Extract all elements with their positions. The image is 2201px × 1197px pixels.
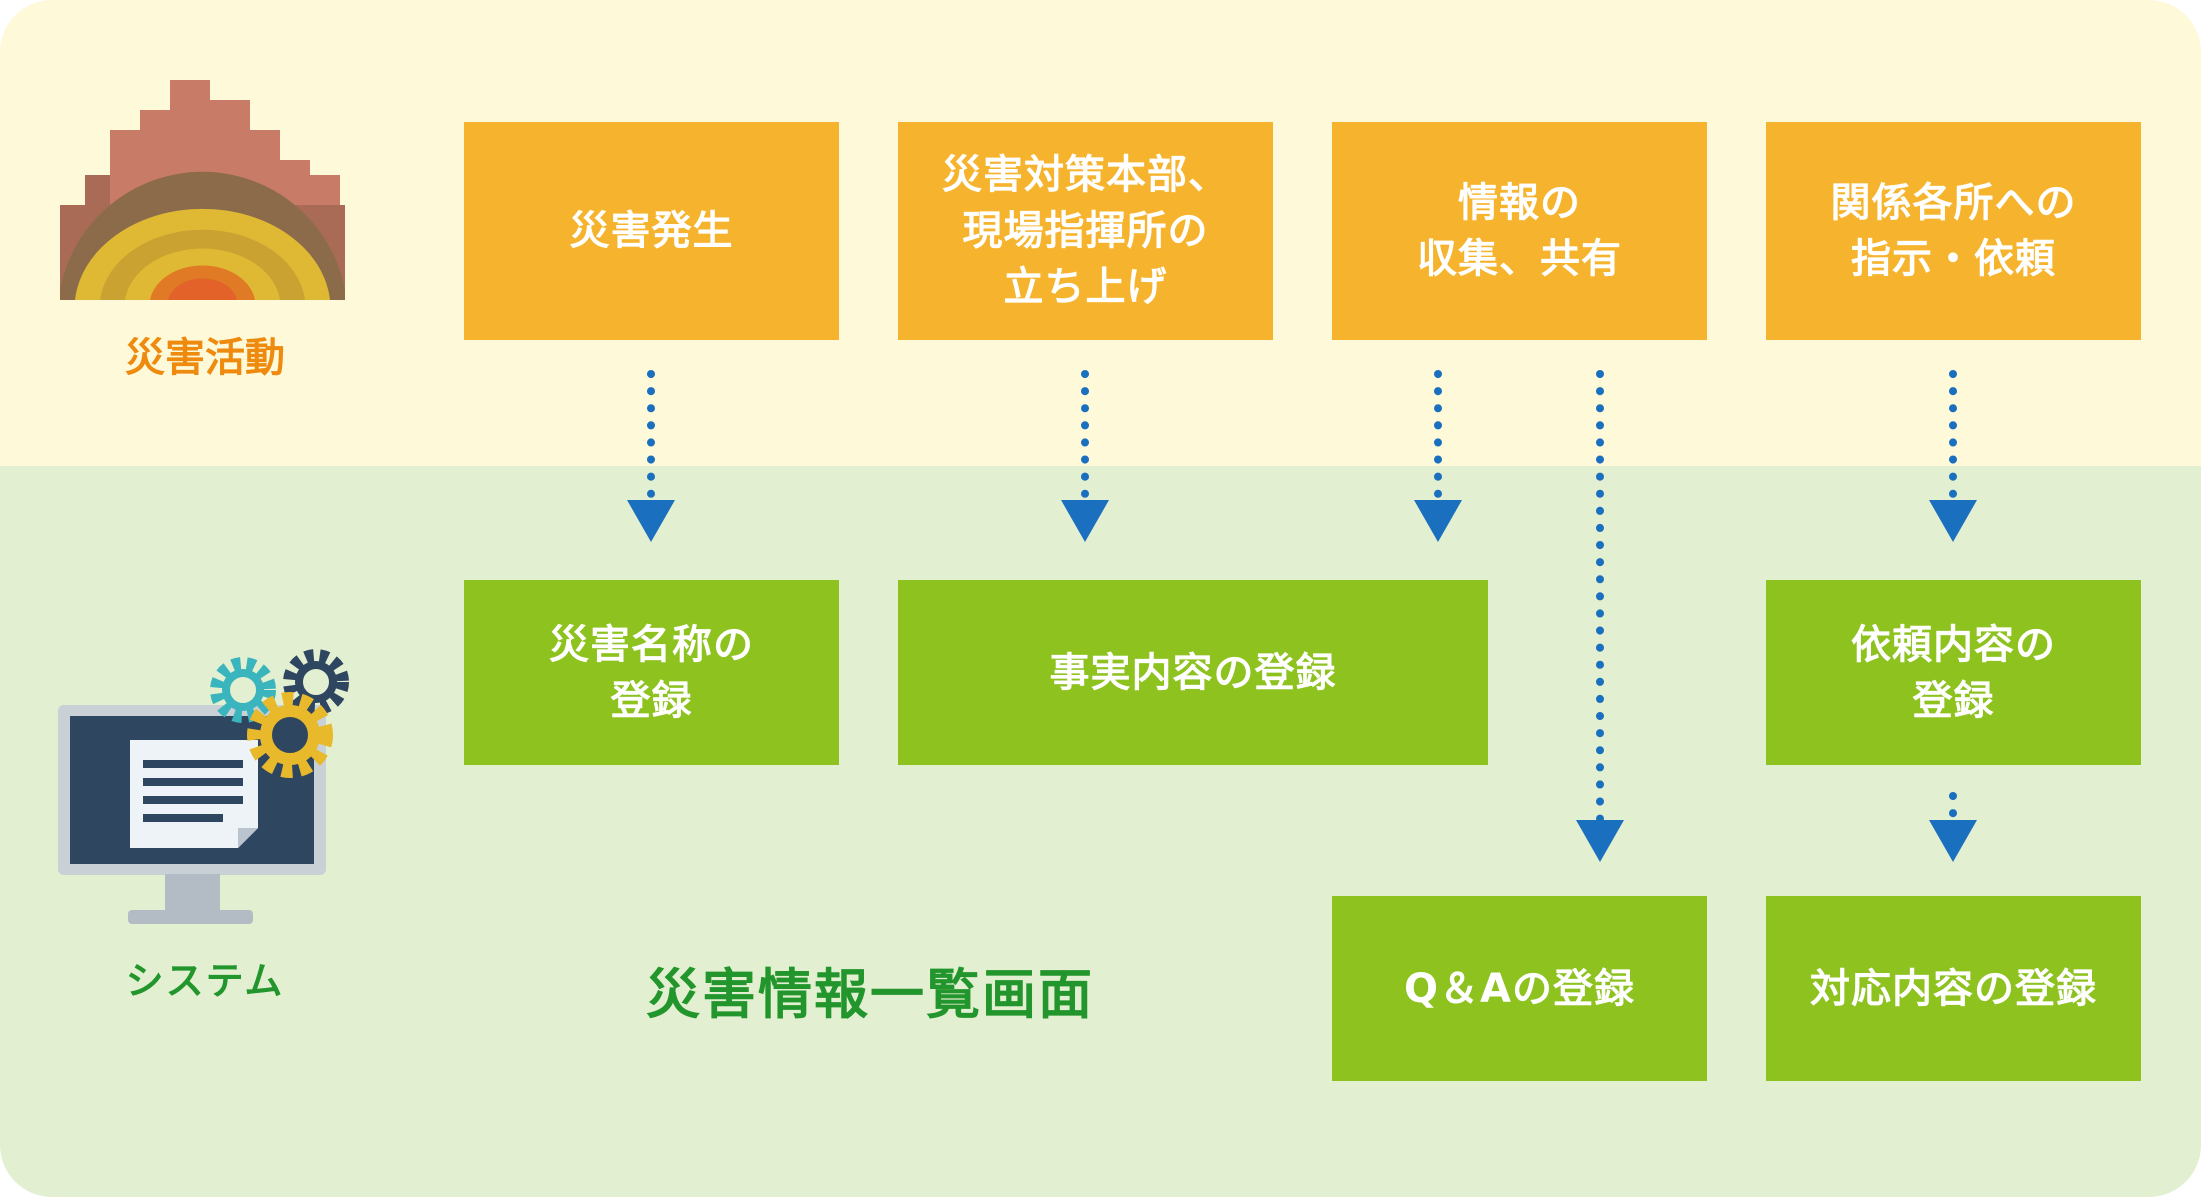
system-row-label: システム [125, 959, 285, 1003]
arrow-head-6 [1929, 820, 1977, 862]
activity-step-disaster-occurrence: 災害発生 [464, 122, 839, 340]
activity-step-info-sharing: 情報の 収集、共有 [1332, 122, 1707, 340]
arrow-head-5 [1929, 500, 1977, 542]
activity-step-hq-setup: 災害対策本部、 現場指揮所の 立ち上げ [898, 122, 1273, 340]
system-step-facts: 事実内容の登録 [898, 580, 1488, 765]
disaster-list-screen-label: 災害情報一覧画面 [646, 963, 1094, 1026]
arrow-head-2 [1061, 500, 1109, 542]
system-step-disaster-name: 災害名称の 登録 [464, 580, 839, 765]
arrow-head-4 [1576, 820, 1624, 862]
activity-row-label: 災害活動 [125, 335, 285, 381]
arrow-head-1 [627, 500, 675, 542]
system-step-response: 対応内容の登録 [1766, 896, 2141, 1081]
arrow-head-3 [1414, 500, 1462, 542]
activity-step-instructions: 関係各所への 指示・依頼 [1766, 122, 2141, 340]
system-step-request: 依頼内容の 登録 [1766, 580, 2141, 765]
system-step-qa: Q＆Aの登録 [1332, 896, 1707, 1081]
